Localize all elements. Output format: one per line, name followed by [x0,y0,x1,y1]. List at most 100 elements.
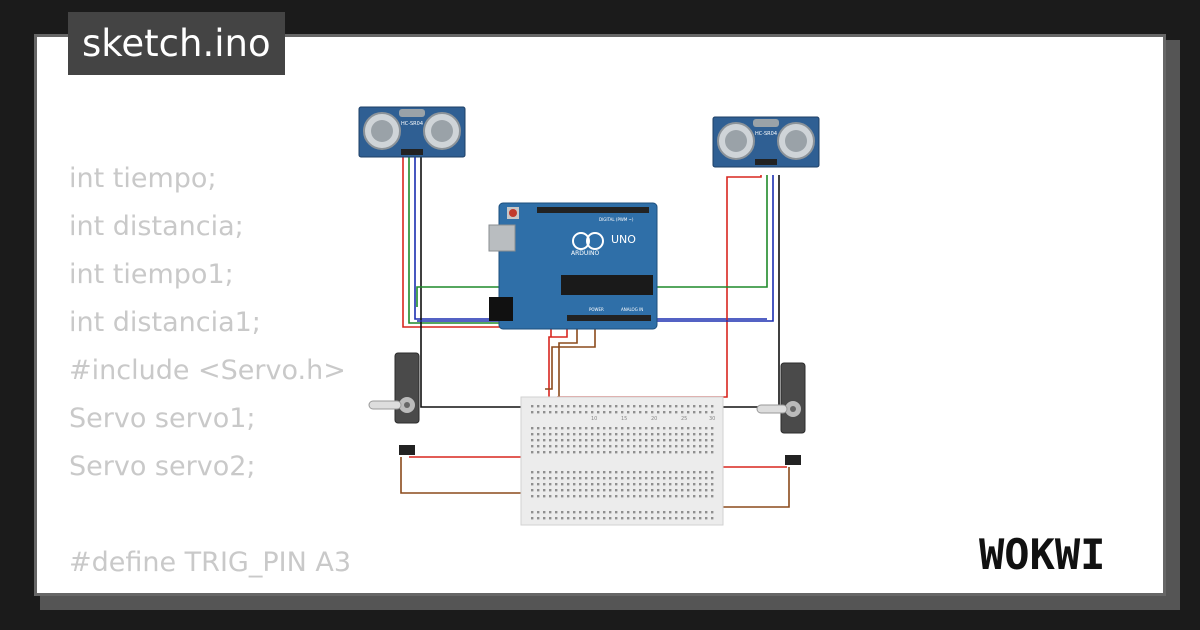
breadboard-hole [675,517,678,520]
breadboard-hole [633,451,636,454]
project-preview-card[interactable]: int tiempo;int distancia;int tiempo1;int… [34,34,1166,596]
breadboard-hole [609,451,612,454]
breadboard-hole [657,427,660,430]
breadboard-hole [573,517,576,520]
breadboard-hole [627,511,630,514]
breadboard-hole [597,439,600,442]
breadboard-hole [573,439,576,442]
ultrasonic-sensor-right[interactable]: HC-SR04 [712,116,820,168]
breadboard-hole [573,471,576,474]
breadboard-hole [579,477,582,480]
servo-right[interactable] [756,362,806,465]
breadboard-hole [711,471,714,474]
breadboard-hole [531,495,534,498]
breadboard-hole [693,427,696,430]
breadboard-hole [573,451,576,454]
breadboard-hole [663,427,666,430]
breadboard-hole [609,439,612,442]
breadboard-hole [687,477,690,480]
breadboard-hole [573,445,576,448]
code-preview: int tiempo;int distancia;int tiempo1;int… [69,155,364,593]
bb-col-10: 10 [591,416,597,422]
breadboard-hole [615,411,618,414]
breadboard-hole [597,427,600,430]
breadboard-hole [651,451,654,454]
breadboard-hole [555,477,558,480]
breadboard-hole [579,405,582,408]
breadboard-hole [627,433,630,436]
breadboard-hole [543,445,546,448]
breadboard-hole [711,433,714,436]
breadboard-hole [663,451,666,454]
breadboard-hole [609,477,612,480]
breadboard-hole [585,451,588,454]
breadboard-hole [537,489,540,492]
breadboard-hole [549,483,552,486]
breadboard-hole [651,405,654,408]
breadboard-hole [621,511,624,514]
breadboard-hole [699,411,702,414]
breadboard-hole [579,445,582,448]
file-tab[interactable]: sketch.ino [68,12,285,75]
breadboard-hole [651,495,654,498]
breadboard-hole [597,411,600,414]
breadboard-hole [531,471,534,474]
breadboard-hole [567,489,570,492]
breadboard-hole [633,411,636,414]
breadboard-hole [675,439,678,442]
breadboard-hole [561,483,564,486]
breadboard-hole [543,517,546,520]
breadboard-hole [603,445,606,448]
code-line: int distancia; [69,211,244,242]
breadboard-hole [705,471,708,474]
breadboard-hole [651,439,654,442]
breadboard-hole [621,495,624,498]
breadboard-hole [549,405,552,408]
servo-left[interactable] [368,352,420,455]
breadboard-hole [615,483,618,486]
arduino-uno[interactable]: UNO ARDUINO DIGITAL (PWM ~) POWER ANALOG… [488,202,658,330]
ultrasonic-sensor-left[interactable]: HC-SR04 [358,106,466,158]
breadboard-hole [543,451,546,454]
breadboard-hole [633,517,636,520]
breadboard-hole [639,477,642,480]
breadboard-hole [591,495,594,498]
breadboard-hole [687,433,690,436]
breadboard-hole [609,495,612,498]
breadboard-hole [579,439,582,442]
breadboard-hole [555,511,558,514]
breadboard-hole [627,411,630,414]
breadboard-hole [573,433,576,436]
breadboard-hole [603,477,606,480]
breadboard-hole [555,427,558,430]
breadboard-hole [633,477,636,480]
breadboard-hole [561,489,564,492]
breadboard-hole [705,405,708,408]
breadboard-hole [549,495,552,498]
breadboard-hole [615,495,618,498]
breadboard-hole [705,411,708,414]
breadboard-hole [675,451,678,454]
breadboard-hole [591,427,594,430]
breadboard-hole [681,427,684,430]
breadboard-hole [675,411,678,414]
breadboard-hole [561,433,564,436]
breadboard-hole [651,517,654,520]
arduino-analog-label: ANALOG IN [621,307,643,312]
breadboard-hole [681,445,684,448]
breadboard-hole [561,495,564,498]
breadboard-hole [531,411,534,414]
breadboard-hole [639,483,642,486]
breadboard-hole [531,405,534,408]
breadboard-hole [621,427,624,430]
breadboard-hole [657,411,660,414]
breadboard[interactable]: 10 15 20 25 30 [520,396,724,526]
breadboard-hole [645,405,648,408]
breadboard-hole [591,511,594,514]
breadboard-hole [597,405,600,408]
breadboard-hole [567,471,570,474]
breadboard-hole [657,511,660,514]
breadboard-hole [579,433,582,436]
breadboard-hole [669,445,672,448]
breadboard-hole [573,411,576,414]
